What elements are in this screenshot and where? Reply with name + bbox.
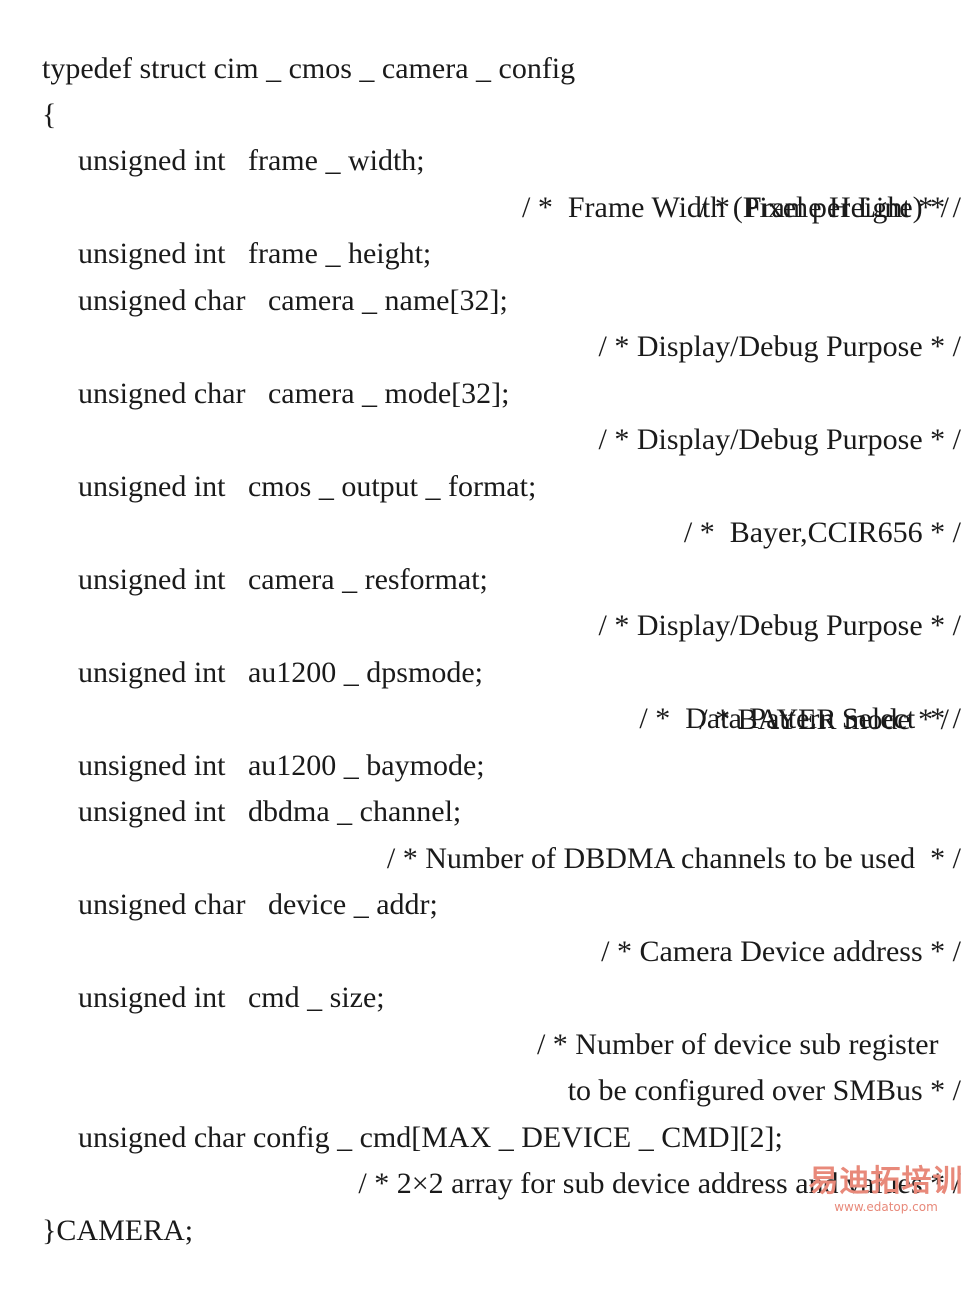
- code-line-dbdma-channel: unsigned int dbdma _ channel;: [48, 743, 962, 828]
- comment-text: to be configured over SMBus * /: [567, 1074, 961, 1107]
- code-line-frame-width: unsigned int frame _ width;: [48, 92, 962, 177]
- code-text: unsigned int au1200 _ dpsmode;: [78, 656, 483, 689]
- comment-text: / * Number of DBDMA channels to be used …: [386, 842, 961, 875]
- comment-text: / * 2×2 array for sub device address and…: [358, 1167, 961, 1200]
- code-text: {: [42, 98, 57, 131]
- code-text: unsigned int camera _ resformat;: [78, 563, 488, 596]
- code-text: unsigned char camera _ mode[32];: [78, 377, 510, 410]
- comment-line-frame-width: / * Frame Width (Pixel per Line) * /: [0, 139, 961, 224]
- comment-line-camera-resformat: / * Display/Debug Purpose * /: [0, 557, 961, 642]
- code-line-config-cmd: unsigned char config _ cmd[MAX _ DEVICE …: [48, 1069, 962, 1154]
- code-line-cmos-output-format: unsigned int cmos _ output _ format;: [48, 418, 962, 503]
- watermark-url: www.edatop.com: [834, 1200, 938, 1214]
- code-line-device-addr: unsigned char device _ addr;: [48, 836, 962, 921]
- comment-text: / * Data Pattern Select * /: [639, 702, 961, 735]
- comment-line-camera-name: / * Display/Debug Purpose * /: [0, 278, 961, 363]
- watermark-logo-text: 易迪拓培训: [808, 1164, 964, 1199]
- comment-text: / * Number of device sub register: [536, 1028, 961, 1061]
- code-line-cmd-size: unsigned int cmd _ size;: [48, 929, 962, 1014]
- comment-line-cmd-size-1: / * Number of device sub register: [0, 976, 961, 1061]
- code-line-dpsmode: unsigned int au1200 _ dpsmode;: [48, 604, 962, 689]
- code-line-camera-resformat: unsigned int camera _ resformat;: [48, 511, 962, 596]
- comment-line-dbdma-channel: / * Number of DBDMA channels to be used …: [0, 790, 961, 875]
- code-text: unsigned int au1200 _ baymode;: [78, 749, 485, 782]
- code-text: unsigned int cmos _ output _ format;: [78, 470, 537, 503]
- code-listing: typedef struct cim _ cmos _ camera _ con…: [0, 0, 966, 1247]
- code-text: }CAMERA;: [42, 1214, 194, 1247]
- comment-text: / * Camera Device address * /: [601, 935, 961, 968]
- comment-line-camera-mode: / * Display/Debug Purpose * /: [0, 371, 961, 456]
- comment-text: / * Display/Debug Purpose * /: [598, 609, 961, 642]
- code-line-struct-header: typedef struct cim _ cmos _ camera _ con…: [12, 0, 962, 85]
- comment-text: / * Display/Debug Purpose * /: [598, 330, 961, 363]
- comment-line-cmd-size-2: to be configured over SMBus * /: [0, 1022, 961, 1107]
- code-text: unsigned char device _ addr;: [78, 888, 438, 921]
- comment-line-device-addr: / * Camera Device address * /: [0, 883, 961, 968]
- code-line-camera-mode: unsigned char camera _ mode[32];: [48, 325, 962, 410]
- comment-text: / * Frame Height * /: [699, 191, 949, 224]
- code-line-baymode: unsigned int au1200 _ baymode; / * BAYER…: [48, 697, 962, 782]
- comment-text: / * Frame Width (Pixel per Line) * /: [522, 191, 961, 224]
- comment-line-dpsmode: / * Data Pattern Select * /: [0, 650, 961, 735]
- code-line-frame-height: unsigned int frame _ height; / * Frame H…: [48, 185, 962, 270]
- code-text: unsigned int frame _ width;: [78, 144, 425, 177]
- code-line-open-brace: {: [12, 46, 962, 131]
- watermark-logo: 易迪拓培训 www.edatop.com: [806, 1164, 966, 1214]
- comment-line-config-cmd: / * 2×2 array for sub device address and…: [0, 1115, 961, 1200]
- comment-text: / * Display/Debug Purpose * /: [598, 423, 961, 456]
- code-text: unsigned int frame _ height;: [78, 237, 432, 270]
- code-line-camera-name: unsigned char camera _ name[32];: [48, 232, 962, 317]
- comment-text: / * Bayer,CCIR656 * /: [683, 516, 961, 549]
- code-text: unsigned int dbdma _ channel;: [78, 795, 462, 828]
- code-text: unsigned char config _ cmd[MAX _ DEVICE …: [78, 1121, 783, 1154]
- code-text: unsigned char camera _ name[32];: [78, 284, 508, 317]
- comment-text: / * BAYER mode * /: [699, 703, 949, 736]
- code-text: typedef struct cim _ cmos _ camera _ con…: [42, 52, 576, 85]
- code-text: unsigned int cmd _ size;: [78, 981, 385, 1014]
- comment-line-cmos-output-format: / * Bayer,CCIR656 * /: [0, 464, 961, 549]
